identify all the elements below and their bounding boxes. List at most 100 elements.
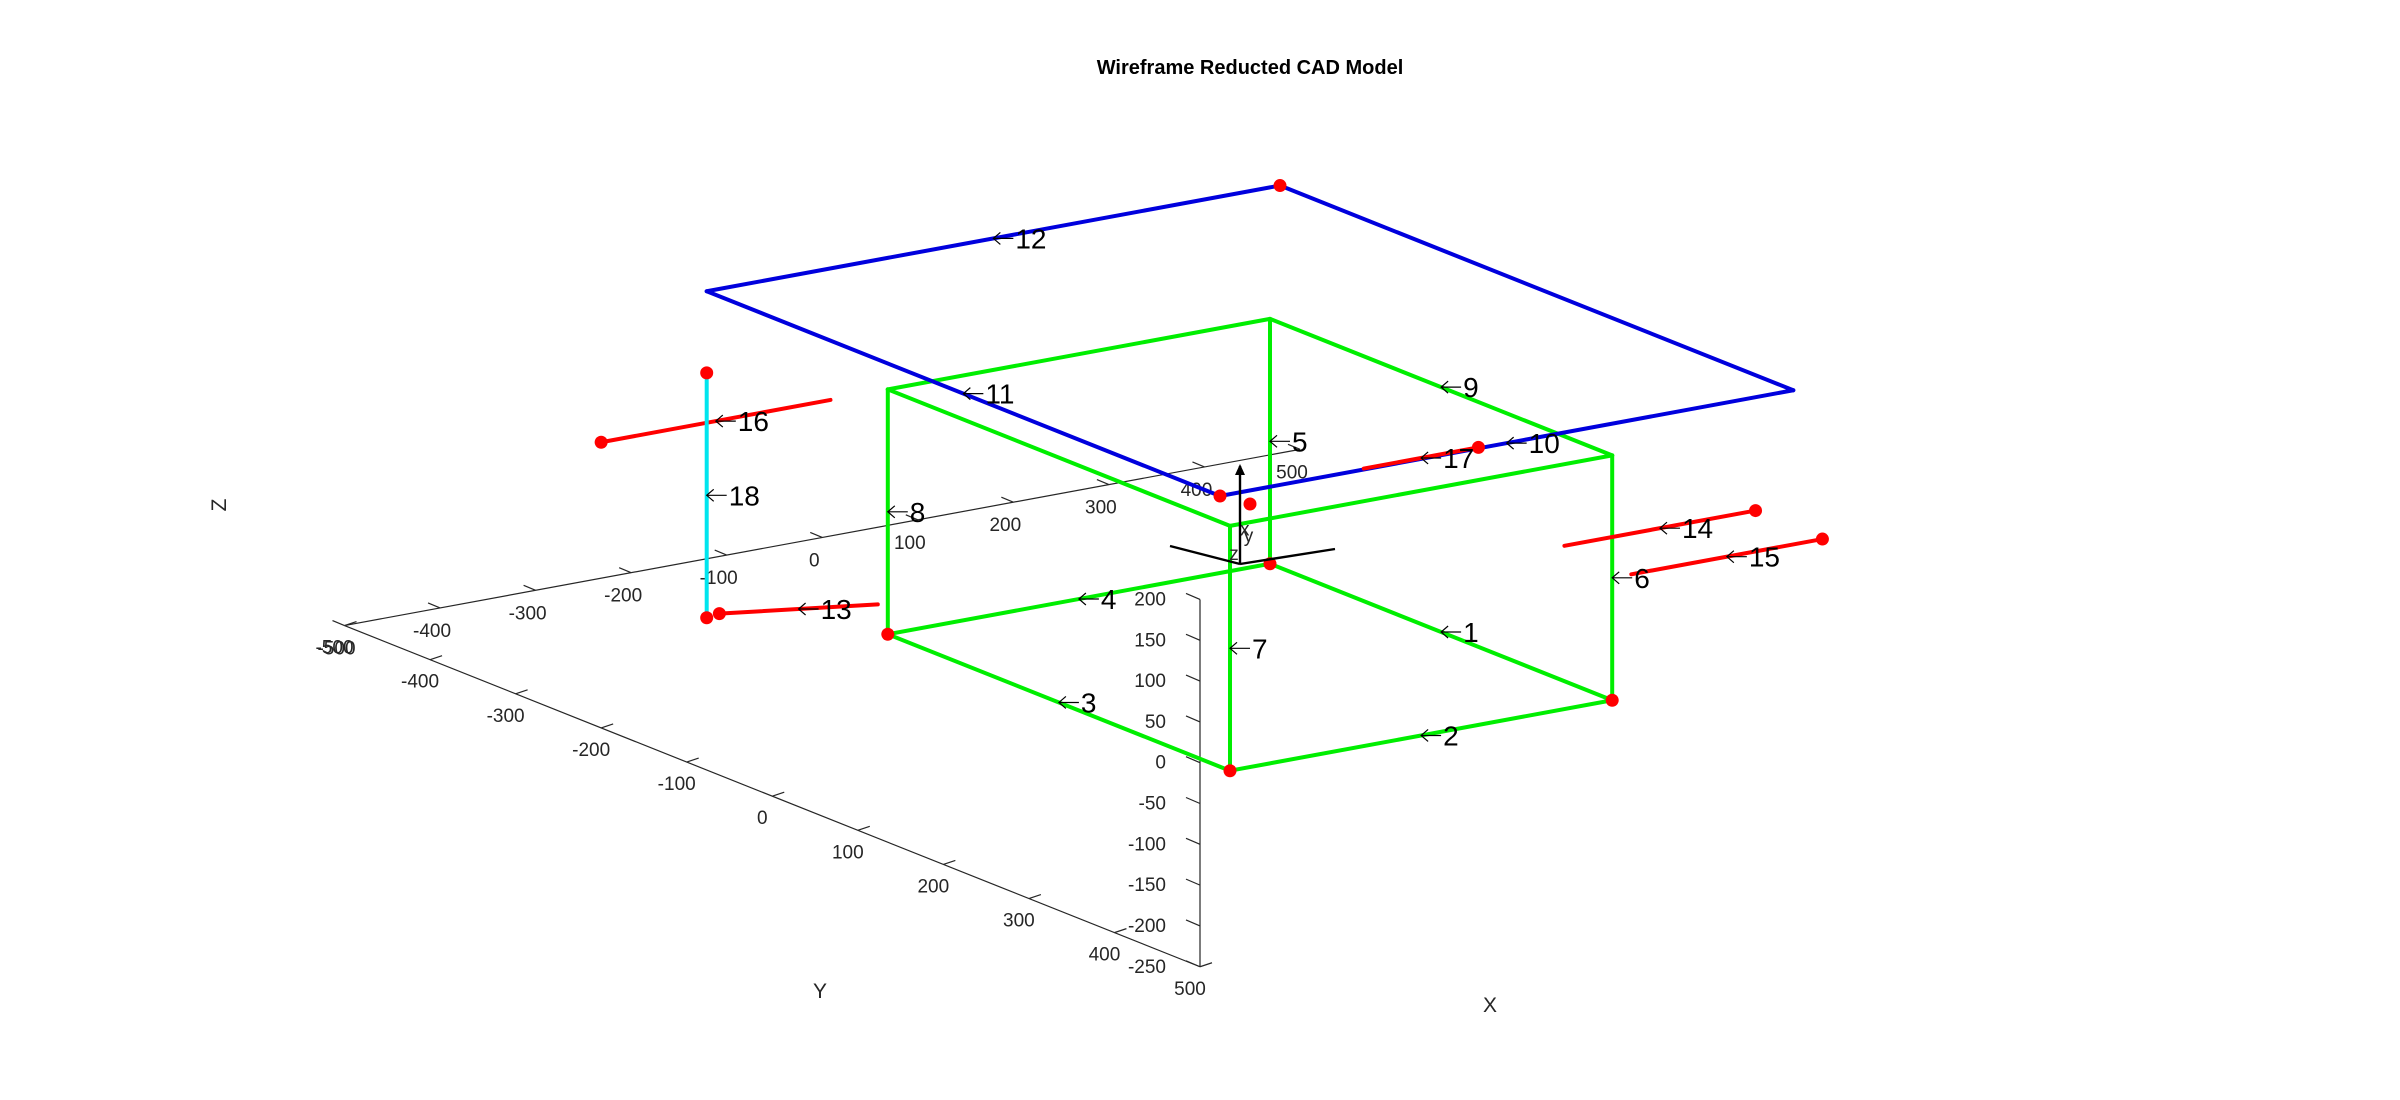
origin-frame: xyz [1169, 464, 1336, 566]
x-tick-label: -200 [604, 586, 642, 607]
y-tick-label: 0 [757, 808, 768, 829]
x-tick-mark [1287, 443, 1301, 450]
y-tick-mark [772, 791, 785, 797]
edge-segment [885, 316, 1272, 392]
vertex-point [1213, 489, 1227, 503]
vertex-point [1815, 532, 1829, 546]
z-tick-mark [1185, 837, 1201, 845]
frame-axis-y [1169, 544, 1241, 566]
z-tick-label: 200 [1134, 589, 1166, 610]
edge-label-text: 13 [821, 594, 852, 625]
vertex-point [712, 607, 726, 621]
y-tick-label: 100 [832, 842, 864, 863]
z-tick-mark [1185, 796, 1201, 805]
edge-label-13: 13 [797, 594, 852, 625]
frame-axis-x [1239, 547, 1336, 566]
z-tick-label: -50 [1139, 794, 1166, 815]
y-tick-mark [1114, 928, 1127, 934]
x-tick-mark [905, 514, 919, 521]
y-tick-mark [515, 689, 528, 695]
vertex-point [1243, 497, 1257, 511]
frame-label-y: y [1244, 526, 1254, 547]
edge-label-text: 17 [1443, 443, 1474, 474]
edge-label-text: 15 [1749, 542, 1780, 573]
x-tick-mark [714, 549, 727, 556]
vertex-point [700, 366, 714, 380]
z-tick-mark [1185, 919, 1201, 927]
vertex-point [1223, 764, 1237, 778]
y-tick-mark [344, 620, 357, 627]
z-tick-label: -100 [1128, 834, 1166, 855]
x-tick-mark [523, 584, 536, 591]
edge-label-8: 8 [886, 497, 926, 528]
edge-label-15: 15 [1725, 542, 1780, 573]
edge-label-10: 10 [1505, 428, 1560, 459]
z-tick-mark [1185, 633, 1201, 641]
y-tick-mark [429, 655, 443, 661]
x-tick-label: -100 [700, 568, 738, 589]
y-tick-label: 300 [1003, 911, 1035, 932]
y-axis-label: Y [813, 980, 827, 1003]
x-tick-label: -400 [413, 621, 451, 642]
z-tick-mark [1185, 592, 1201, 601]
edge-label-16: 16 [714, 406, 769, 437]
y-tick-label: -100 [658, 774, 696, 795]
y-tick-mark [686, 757, 699, 763]
y-tick-mark [1199, 962, 1213, 968]
edge-label-11: 11 [962, 379, 1014, 410]
edge-label-9: 9 [1440, 372, 1479, 403]
z-axis-label: Z [208, 498, 231, 511]
y-tick-label: -500 [315, 638, 353, 659]
edge-label-text: 1 [1463, 617, 1479, 648]
edge-label-text: 10 [1529, 428, 1560, 459]
y-tick-mark [1028, 893, 1042, 900]
x-tick-mark [427, 602, 441, 609]
edge-label-text: 6 [1634, 563, 1650, 594]
z-tick-label: -250 [1128, 957, 1166, 978]
edge-label-text: 7 [1252, 633, 1268, 664]
y-tick-label: -200 [572, 740, 610, 761]
x-tick-mark [332, 619, 345, 627]
edge-segment [885, 387, 1232, 528]
edge-label-text: 12 [1015, 223, 1046, 254]
y-tick-mark [600, 723, 614, 729]
edge-segment [1228, 453, 1615, 528]
z-tick-mark [1185, 960, 1201, 968]
x-tick-label: -500 [317, 639, 355, 660]
x-tick-mark [1001, 496, 1014, 503]
x-tick-label: 0 [809, 550, 820, 571]
axes: -500-400-300-200-1000100200300400500-500… [315, 443, 1308, 1000]
x-tick-mark [1192, 461, 1205, 468]
z-tick-label: 150 [1134, 630, 1166, 651]
edge-label-4: 4 [1077, 584, 1116, 615]
edges [599, 183, 1825, 773]
edge-label-text: 8 [910, 497, 926, 528]
x-axis-label: X [1483, 994, 1497, 1017]
edge-label-17: 17 [1420, 443, 1474, 474]
edge-label-text: 9 [1463, 372, 1479, 403]
vertex-point [1605, 693, 1619, 707]
y-tick-mark [943, 859, 956, 865]
y-tick-label: -400 [401, 672, 439, 693]
x-tick-label: 300 [1085, 498, 1117, 519]
y-tick-label: -300 [487, 706, 525, 727]
x-tick-mark [618, 567, 632, 574]
edge-label-text: 3 [1081, 687, 1097, 718]
frame-arrowhead [1235, 464, 1245, 475]
x-tick-label: 500 [1276, 462, 1308, 483]
z-tick-label: 50 [1145, 712, 1166, 733]
vertex-point [700, 611, 714, 625]
vertex-point [1471, 440, 1485, 454]
z-tick-label: -200 [1128, 916, 1166, 937]
edge-label-text: 11 [985, 379, 1014, 410]
x-tick-label: 100 [894, 533, 926, 554]
frame-label-z: z [1229, 544, 1239, 565]
z-tick-mark [1185, 715, 1201, 723]
edge-segment [1278, 183, 1796, 393]
edge-label-6: 6 [1611, 563, 1650, 594]
x-tick-label: -300 [509, 603, 547, 624]
y-tick-label: 400 [1089, 945, 1121, 966]
y-tick-label: 200 [917, 876, 949, 897]
